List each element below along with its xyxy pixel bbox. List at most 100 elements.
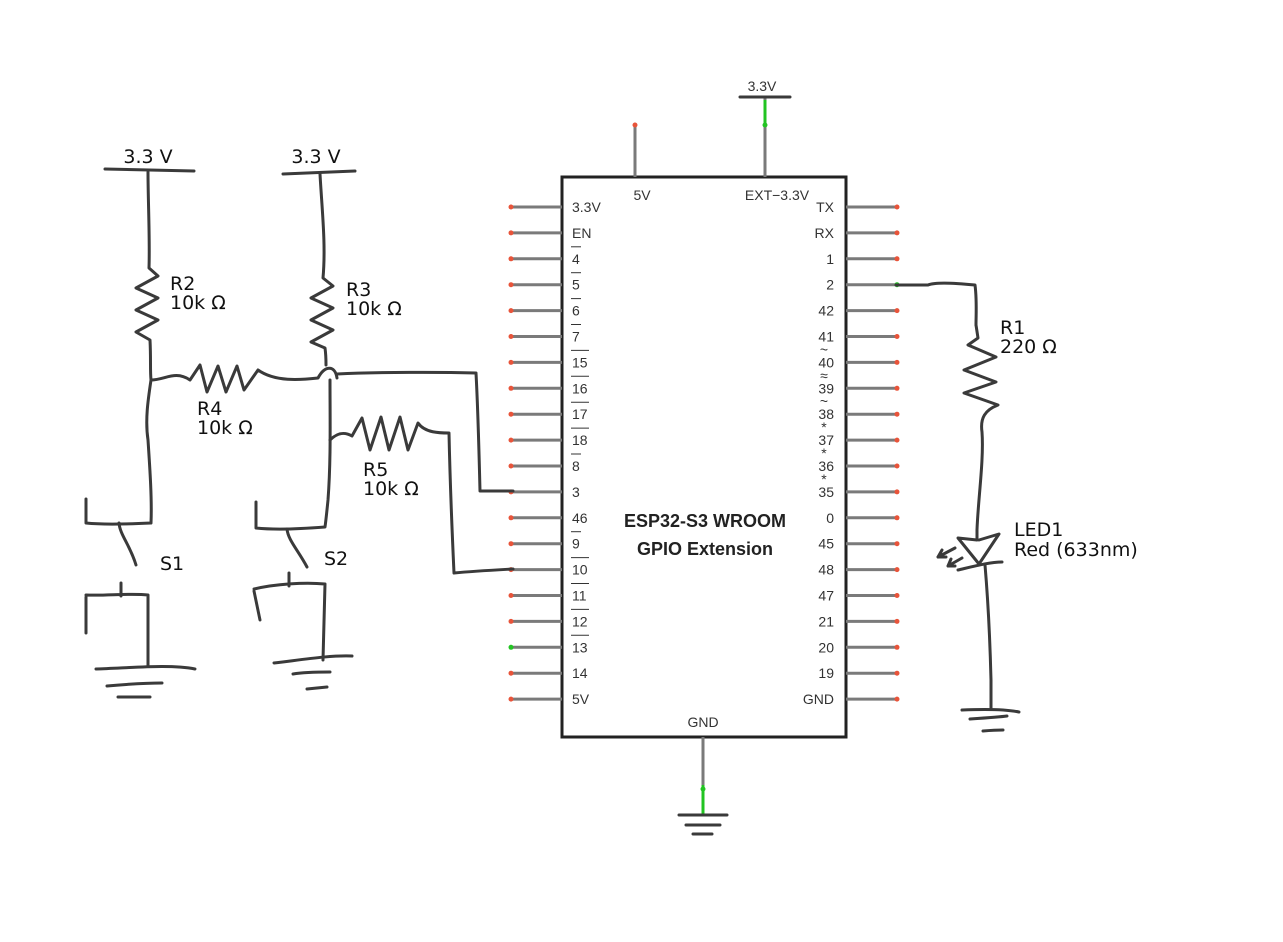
right-pin-label: 1	[826, 251, 834, 267]
right-pin-2[interactable]: 1	[826, 251, 900, 267]
left-pin-0[interactable]: 3.3V	[508, 199, 602, 215]
right-pin-19[interactable]: GND	[803, 691, 900, 707]
right-pin-label: 36	[818, 458, 834, 474]
right-pin-mark: ~	[820, 341, 828, 357]
right-pin-label: TX	[816, 199, 835, 215]
right-pin-8[interactable]: 38~	[818, 393, 900, 422]
right-pin-18[interactable]: 19	[818, 665, 900, 681]
resistor-r1[interactable]: R1 220 Ω	[962, 317, 1057, 532]
right-pin-15[interactable]: 47	[818, 588, 900, 604]
left-pin-9[interactable]: 18	[508, 427, 590, 448]
right-pin-mark: *	[821, 419, 827, 435]
resistor-r2[interactable]: R2 10k Ω	[134, 170, 226, 382]
ground-symbol-led	[960, 707, 1021, 733]
right-pin-dot	[894, 334, 900, 339]
right-pin-label: 38	[818, 406, 834, 422]
supply-left1: 3.3 V	[103, 146, 196, 173]
supply-left2-label: 3.3 V	[291, 146, 340, 168]
right-pin-label: 48	[818, 562, 834, 578]
right-pin-label: 41	[818, 329, 834, 345]
resistor-r4[interactable]: R4 10k Ω	[149, 363, 339, 439]
left-pin-10[interactable]: 8	[508, 453, 582, 474]
supply-left1-label: 3.3 V	[123, 146, 172, 168]
top-pin-ext-3v3[interactable]: EXT−3.3V	[745, 97, 810, 203]
wire-to-pin3	[335, 370, 515, 493]
bottom-pin-gnd[interactable]: GND	[687, 714, 719, 815]
top-pin-5v[interactable]: 5V	[632, 122, 652, 204]
right-pin-dot	[894, 308, 900, 314]
supply-left2: 3.3 V	[281, 146, 357, 176]
left-pin-16[interactable]: 12	[508, 608, 590, 629]
left-pin-15[interactable]: 11	[508, 583, 590, 604]
switch-s2[interactable]: S2	[252, 527, 354, 691]
left-pin-label: 3.3V	[572, 199, 601, 215]
right-pin-5[interactable]: 41	[818, 329, 900, 345]
left-pin-dot	[508, 282, 514, 288]
supply-top-label: 3.3V	[748, 78, 777, 94]
left-pin-label: 17	[572, 406, 588, 422]
right-pin-0[interactable]: TX	[816, 199, 900, 215]
left-pin-label: 8	[572, 458, 580, 474]
left-pin-1[interactable]: EN	[508, 225, 592, 241]
left-pin-5[interactable]: 7	[508, 324, 582, 345]
right-pin-dot	[894, 515, 900, 521]
right-pin-label: 20	[818, 639, 834, 655]
led1-value: Red (633nm)	[1014, 539, 1138, 561]
left-pin-19[interactable]: 5V	[508, 691, 590, 707]
resistor-r5[interactable]: R5 10k Ω	[328, 415, 515, 575]
left-pin-label: 5V	[572, 691, 590, 707]
right-pin-dot	[894, 437, 900, 443]
left-pin-dot	[508, 515, 514, 521]
right-pin-11[interactable]: 35*	[818, 471, 900, 500]
left-pin-dot	[508, 618, 514, 624]
resistor-r3[interactable]: R3 10k Ω	[309, 172, 402, 367]
right-pin-6[interactable]: 40~	[818, 341, 900, 370]
switch-s1[interactable]: S1	[84, 521, 197, 699]
left-pin-dot	[508, 359, 514, 365]
right-pin-16[interactable]: 21	[818, 613, 900, 629]
right-pin-dot	[894, 696, 900, 702]
wire-s2-branch	[254, 378, 332, 531]
board-title-line1: ESP32-S3 WROOM	[624, 511, 786, 531]
left-pin-17[interactable]: 13	[508, 634, 590, 655]
left-pin-label: 11	[572, 588, 587, 604]
left-pin-label: 7	[572, 329, 580, 345]
right-pin-dot	[894, 463, 900, 469]
left-pin-6[interactable]: 15	[508, 349, 590, 370]
right-pin-label: 45	[818, 536, 834, 552]
right-pin-14[interactable]: 48	[818, 562, 900, 578]
r3-value: 10k Ω	[346, 298, 402, 320]
left-pin-12[interactable]: 46	[508, 510, 588, 526]
right-pin-dot	[894, 489, 900, 495]
left-pin-7[interactable]: 16	[508, 375, 590, 396]
left-pin-8[interactable]: 17	[508, 401, 590, 422]
right-pin-label: 47	[818, 588, 834, 604]
right-pin-10[interactable]: 36*	[818, 445, 900, 474]
left-pin-2[interactable]: 4	[508, 246, 582, 267]
left-pin-18[interactable]: 14	[508, 665, 588, 681]
right-pin-dot	[894, 618, 900, 624]
right-pin-13[interactable]: 45	[818, 536, 900, 552]
r1-name: R1	[1000, 317, 1025, 339]
right-pin-dot	[894, 644, 900, 650]
left-pin-13[interactable]: 9	[508, 531, 582, 552]
right-pin-17[interactable]: 20	[818, 639, 900, 655]
right-pin-12[interactable]: 0	[826, 510, 900, 526]
left-pin-3[interactable]: 5	[508, 272, 582, 293]
pin-ext-3v3-dot	[762, 122, 768, 128]
right-pin-7[interactable]: 39≈	[818, 367, 900, 396]
led-led1[interactable]: LED1 Red (633nm)	[936, 519, 1138, 710]
left-pin-4[interactable]: 6	[508, 298, 582, 319]
r4-name: R4	[197, 398, 222, 420]
left-pin-dot	[508, 204, 514, 210]
ground-symbol-board	[677, 813, 729, 836]
left-pin-dot	[508, 670, 514, 676]
right-pin-1[interactable]: RX	[815, 225, 900, 241]
right-pin-4[interactable]: 42	[818, 303, 900, 319]
wire-s1-branch	[84, 378, 153, 526]
right-pin-label: 39	[818, 380, 834, 396]
left-pin-dot	[508, 308, 514, 314]
r5-value: 10k Ω	[363, 478, 419, 500]
right-pin-9[interactable]: 37*	[818, 419, 900, 448]
esp32-board[interactable]: ESP32-S3 WROOM GPIO Extension	[560, 175, 848, 739]
